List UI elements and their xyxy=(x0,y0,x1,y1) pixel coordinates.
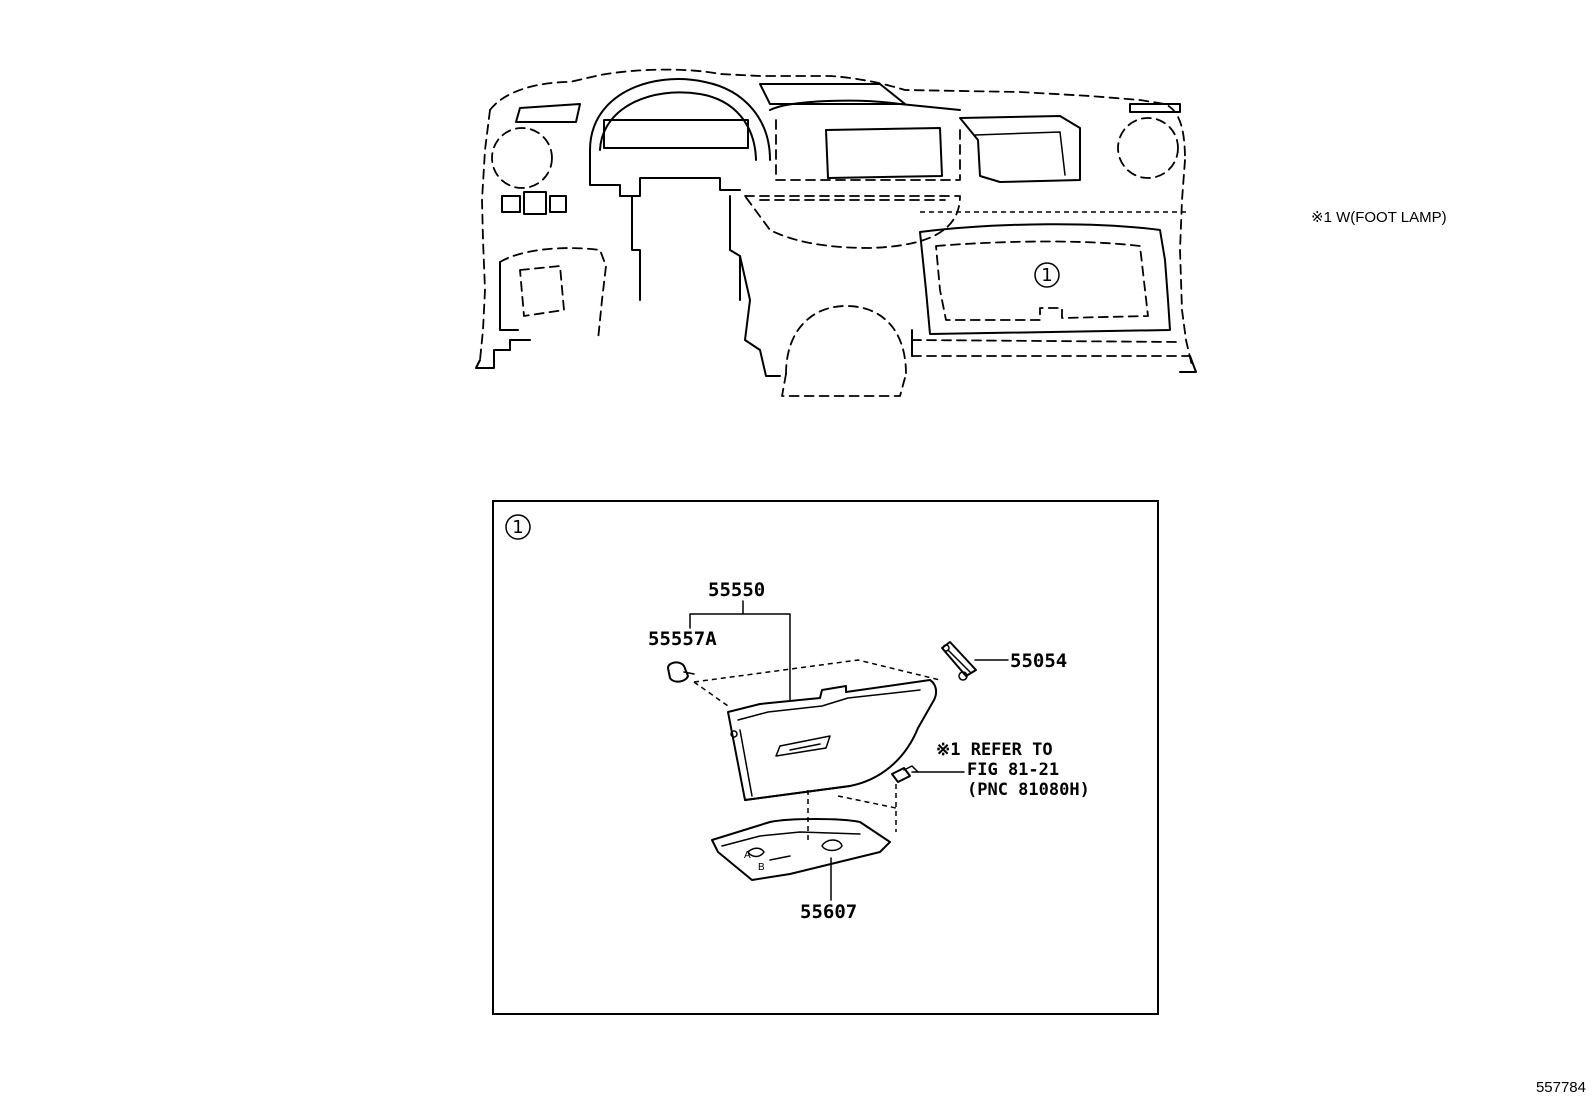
callout-marker-1: 1 xyxy=(1034,262,1060,288)
detail-marker-1: 1 xyxy=(505,514,531,540)
svg-text:1: 1 xyxy=(512,517,523,538)
leader-55550 xyxy=(689,600,791,701)
projection-line-left xyxy=(693,681,729,707)
glove-box-door xyxy=(727,679,938,801)
projection-lines-top xyxy=(693,659,941,683)
foot-lamp-note: ※1 W(FOOT LAMP) xyxy=(1311,209,1447,226)
detail-box xyxy=(492,500,1159,1015)
reference-note-line3: (PNC 81080H) xyxy=(967,780,1090,800)
hinge-part xyxy=(941,641,977,681)
part-label-55557A: 55557A xyxy=(648,628,717,650)
bumper-part xyxy=(667,661,695,683)
svg-text:A: A xyxy=(744,850,751,861)
svg-text:1: 1 xyxy=(1041,265,1052,286)
reference-note: ※1 REFER TO FIG 81-21 (PNC 81080H) xyxy=(936,740,1090,800)
projection-lines-bottom xyxy=(807,790,897,840)
part-label-55607: 55607 xyxy=(800,901,857,923)
part-label-55550: 55550 xyxy=(708,579,765,601)
svg-text:B: B xyxy=(758,862,765,873)
diagram-id: 557784 xyxy=(1536,1079,1586,1096)
instrument-panel-outline xyxy=(475,68,1197,397)
part-label-55054: 55054 xyxy=(1010,650,1067,672)
foot-lamp-socket xyxy=(891,765,965,783)
reference-note-line2: FIG 81-21 xyxy=(967,760,1059,780)
lower-panel: A B xyxy=(711,818,891,881)
reference-note-line1: ※1 REFER TO xyxy=(936,740,1053,760)
